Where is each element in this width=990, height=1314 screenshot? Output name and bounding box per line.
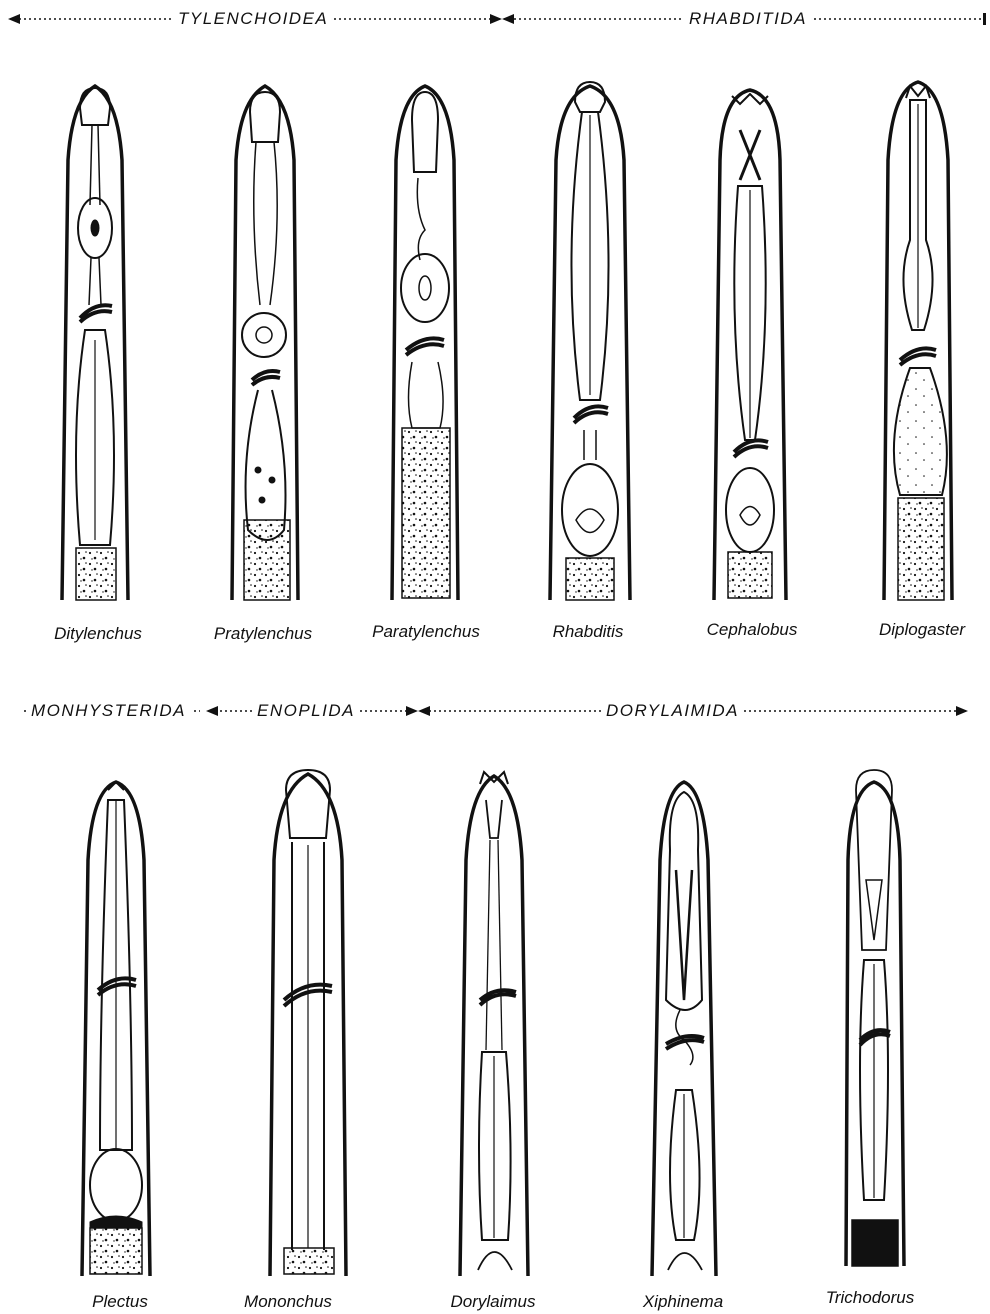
caption-trichodorus: Trichodorus	[790, 1288, 950, 1308]
top-bracket-lines	[14, 19, 984, 711]
caption-xiphinema: Xiphinema	[603, 1292, 763, 1312]
cephalobus-figure	[714, 90, 786, 600]
caption-ditylenchus: Ditylenchus	[18, 624, 178, 644]
bracket-label-tylenchoidea: TYLENCHOIDEA	[173, 9, 333, 29]
rhabditis-figure	[550, 82, 630, 600]
caption-rhabditis: Rhabditis	[508, 622, 668, 642]
caption-dorylaimus: Dorylaimus	[413, 1292, 573, 1312]
caption-cephalobus: Cephalobus	[672, 620, 832, 640]
trichodorus-figure	[846, 770, 904, 1266]
caption-diplogaster: Diplogaster	[842, 620, 990, 640]
caption-pratylenchus: Pratylenchus	[183, 624, 343, 644]
bracket-arrowheads	[8, 13, 986, 716]
paratylenchus-figure	[392, 86, 458, 600]
ditylenchus-figure	[62, 86, 128, 600]
dorylaimus-figure	[460, 772, 528, 1276]
bracket-label-monhysterida: MONHYSTERIDA	[26, 701, 191, 721]
bracket-label-enoplida: ENOPLIDA	[252, 701, 360, 721]
mononchus-figure	[270, 770, 346, 1276]
caption-mononchus: Mononchus	[208, 1292, 368, 1312]
xiphinema-figure	[652, 782, 716, 1276]
plectus-figure	[82, 782, 150, 1276]
caption-paratylenchus: Paratylenchus	[346, 622, 506, 642]
bracket-label-rhabditida: RHABDITIDA	[684, 9, 812, 29]
pratylenchus-figure	[232, 86, 298, 600]
bracket-label-dorylaimida: DORYLAIMIDA	[601, 701, 744, 721]
diplogaster-figure	[884, 82, 952, 600]
caption-plectus: Plectus	[40, 1292, 200, 1312]
